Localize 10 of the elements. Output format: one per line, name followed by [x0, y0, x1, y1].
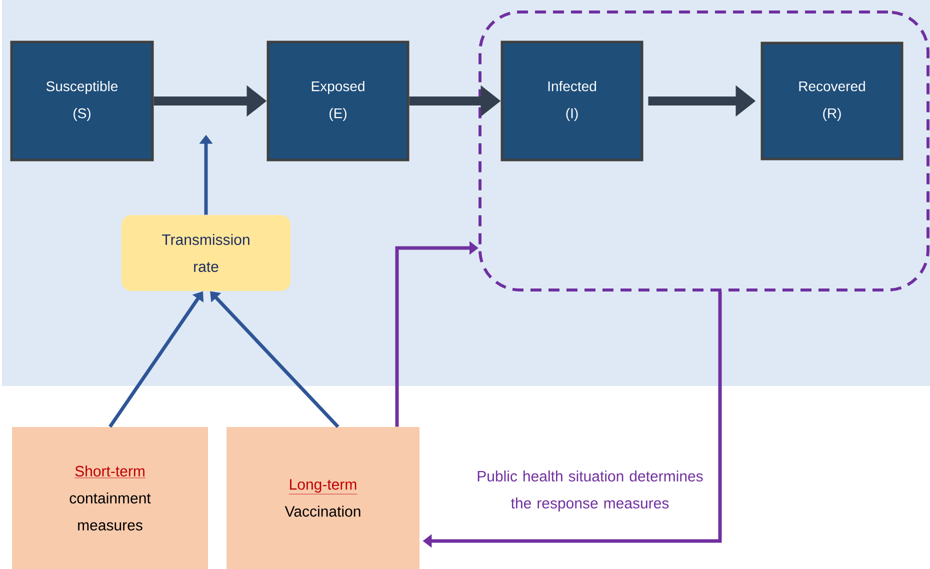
compartment-box: Exposed (E) [266, 40, 410, 162]
compartment-box: Infected (I) [500, 40, 644, 162]
compartment-box: Susceptible (S) [10, 40, 154, 162]
rate-box: Transmission rate [122, 215, 290, 291]
edge-label: Public health situation determines the response measures [472, 468, 708, 514]
dashed-group-box [478, 10, 930, 292]
compartment-box: Recovered (R) [760, 42, 904, 160]
arrow [210, 291, 340, 428]
measure-box: Long-term Vaccination [226, 427, 420, 569]
measure-box: Short-term containment measures [12, 427, 208, 569]
